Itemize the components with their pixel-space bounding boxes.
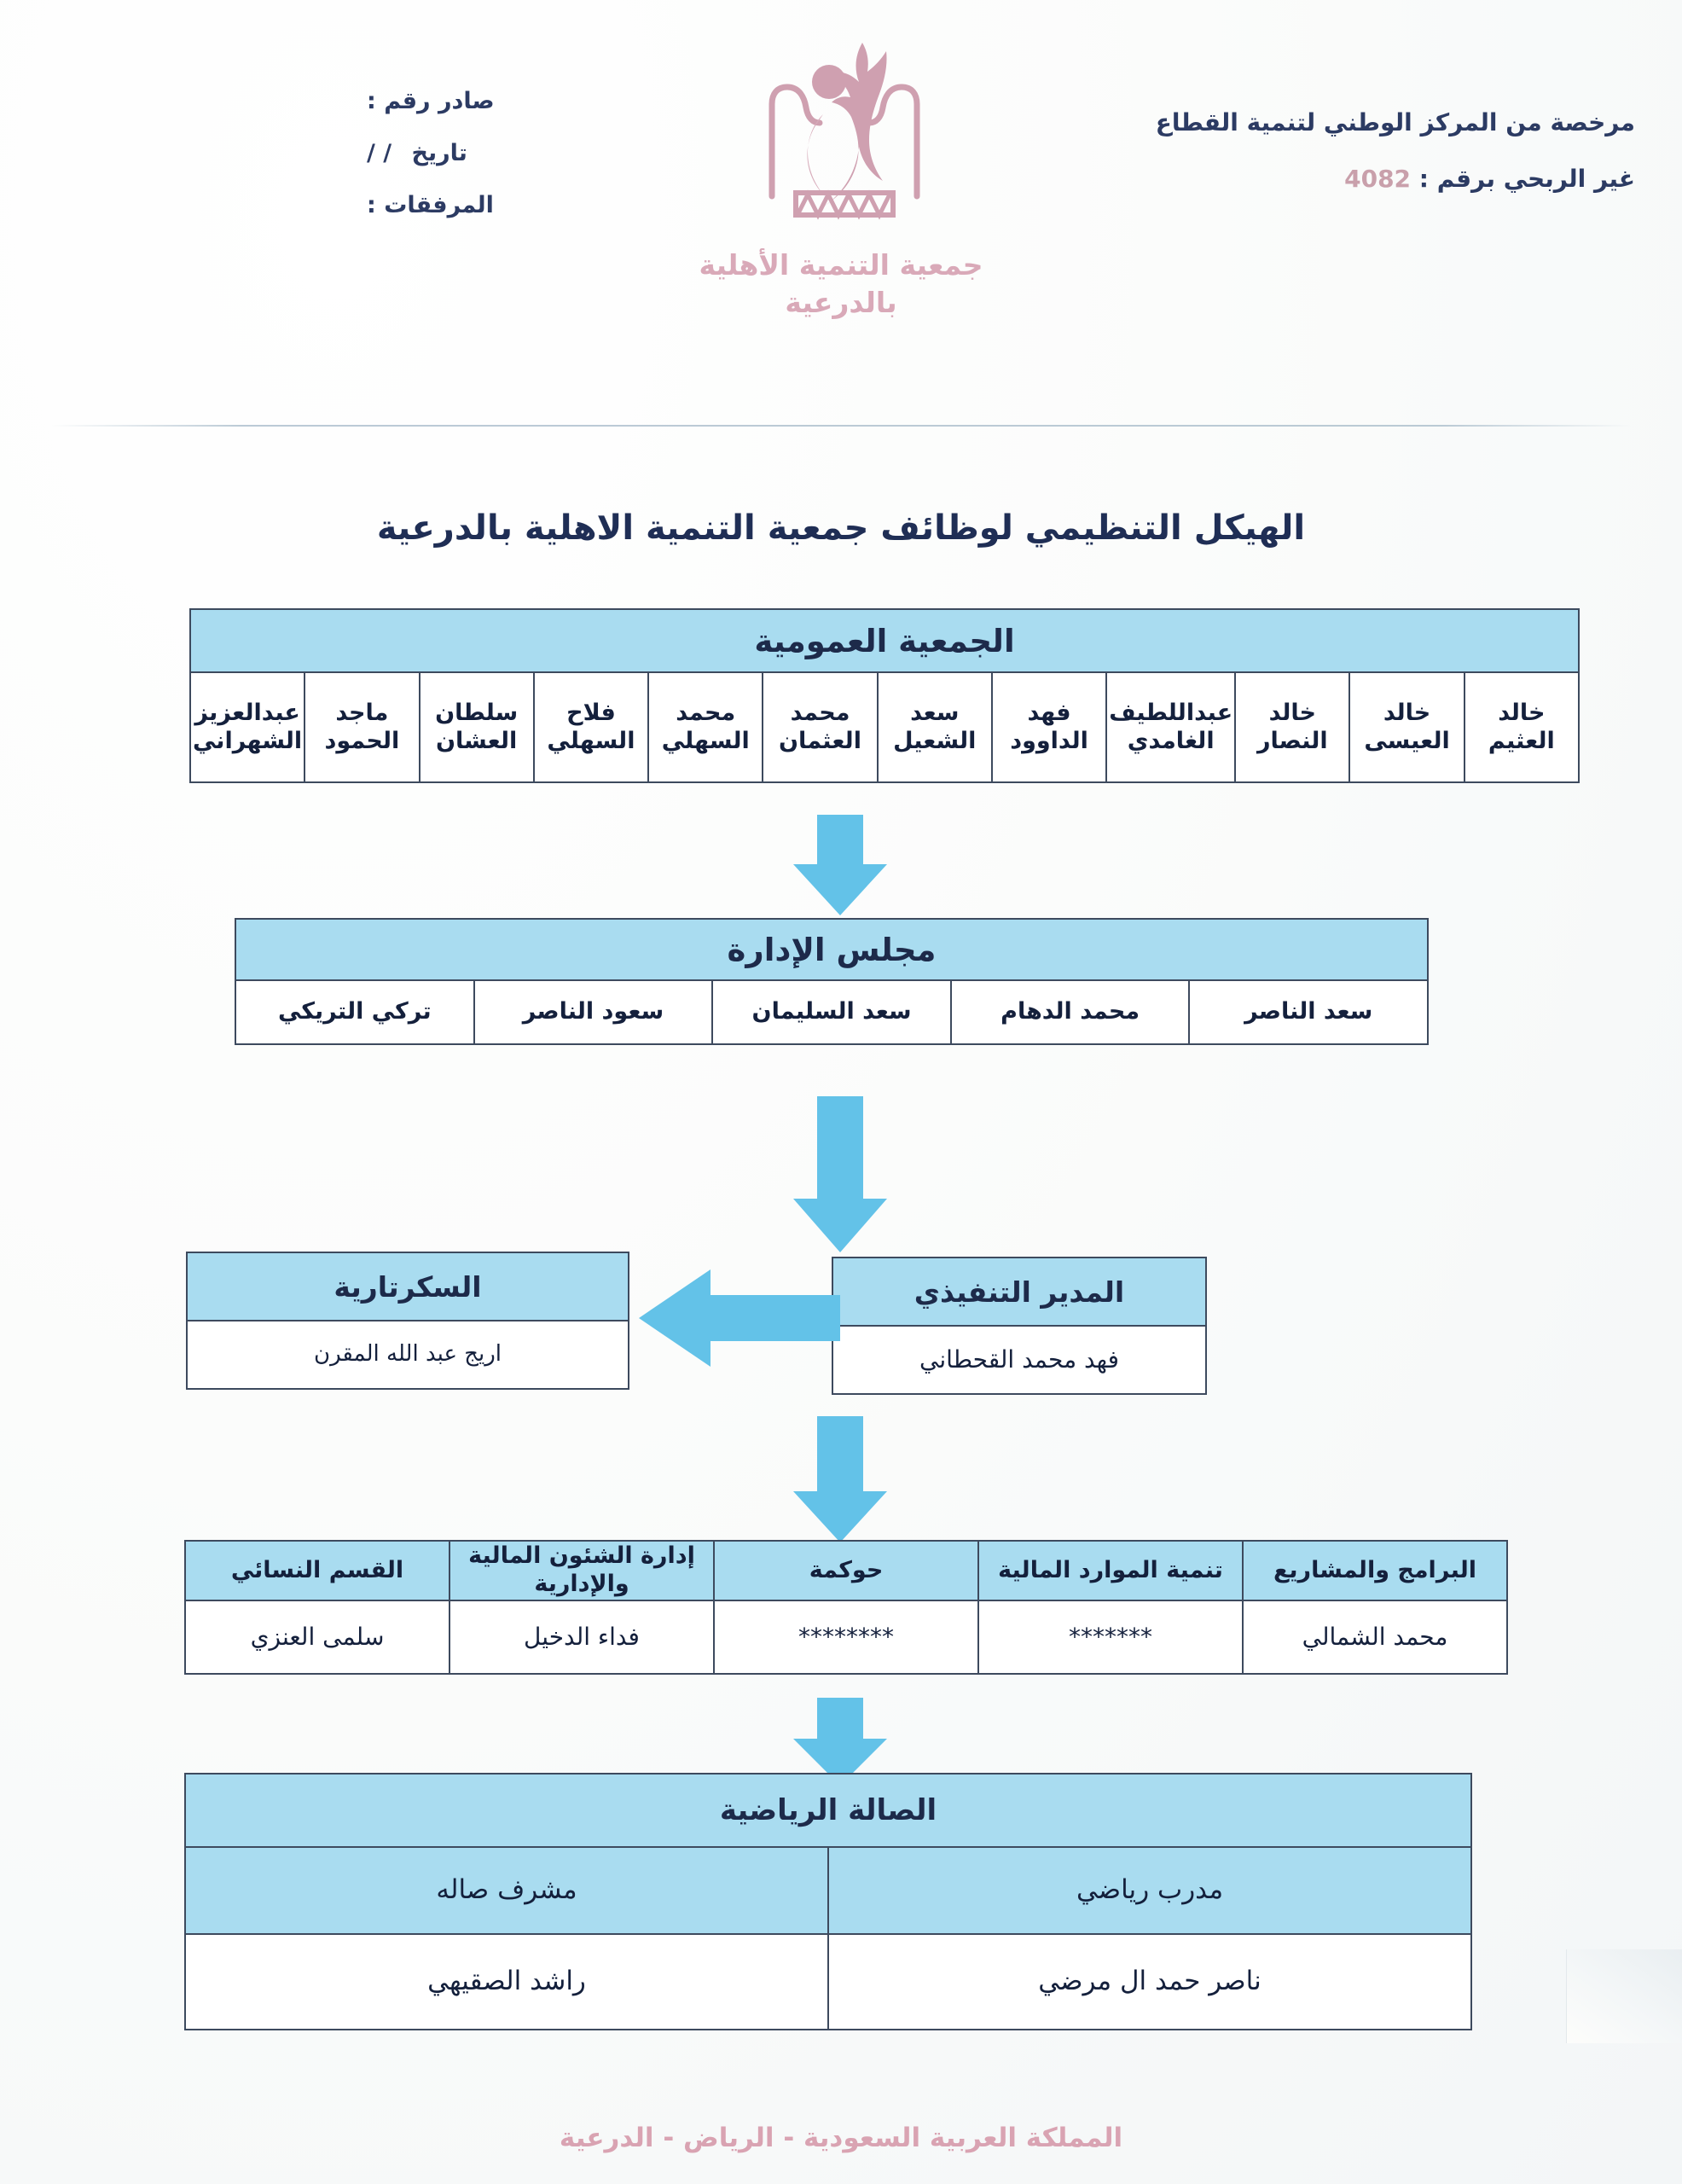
- assembly-member: خالد العيسى: [1348, 673, 1464, 781]
- node-secretariat: السكرتارية اريج عبد الله المقرن: [186, 1252, 629, 1390]
- header-issue-fields: صادر رقم : تاريخ / / المرفقات :: [367, 90, 495, 246]
- department-holder: محمد الشمالي: [1242, 1601, 1506, 1673]
- license-nonprofit-label: غير الربحي: [1503, 165, 1635, 193]
- node-secretariat-holder: اريج عبد الله المقرن: [188, 1321, 628, 1388]
- field-issue-number: صادر رقم :: [367, 90, 495, 113]
- field-attachments: المرفقات :: [367, 194, 495, 217]
- node-board-members: سعد الناصر محمد الدهام سعد السليمان سعود…: [236, 981, 1427, 1043]
- arrow-board-to-executive: [793, 1096, 887, 1252]
- page-corner-artifact: [1566, 1949, 1682, 2043]
- field-date-label: تاريخ: [411, 140, 467, 166]
- node-board-heading: مجلس الإدارة: [236, 920, 1427, 981]
- sports-hall-name: ناصر حمد ال مرضي: [827, 1935, 1470, 2029]
- node-general-assembly: الجمعية العمومية خالد العثيم خالد العيسى…: [189, 608, 1580, 783]
- department-header: القسم النسائي: [186, 1542, 449, 1600]
- assembly-member: فهد الداوود: [990, 673, 1106, 781]
- node-departments: البرامج والمشاريع تنمية الموارد المالية …: [184, 1540, 1508, 1675]
- board-member: محمد الدهام: [949, 981, 1189, 1043]
- node-general-assembly-members: خالد العثيم خالد العيسى خالد النصار عبدا…: [190, 673, 1578, 781]
- sports-hall-roles-row: مدرب رياضي مشرف صاله: [186, 1848, 1470, 1933]
- secretariat-name: اريج عبد الله المقرن: [188, 1321, 628, 1388]
- arrow-assembly-to-board: [793, 815, 887, 915]
- node-executive-director-holder: فهد محمد القحطاني: [833, 1327, 1205, 1393]
- departments-value-row: محمد الشمالي ******* ******** فداء الدخي…: [186, 1600, 1506, 1673]
- department-header: حوكمة: [713, 1542, 977, 1600]
- department-holder: ********: [713, 1601, 977, 1673]
- node-secretariat-heading: السكرتارية: [188, 1253, 628, 1321]
- field-attachments-label: المرفقات :: [367, 192, 494, 218]
- organization-logo-block: جمعية التنمية الأهلية بالدرعية: [662, 34, 1020, 321]
- field-date: تاريخ / /: [367, 142, 495, 165]
- license-number-line: غير الربحي برقم : 4082: [1156, 167, 1635, 191]
- header-divider: [51, 425, 1631, 427]
- page-title: الهيكل التنظيمي لوظائف جمعية التنمية الا…: [376, 508, 1306, 548]
- arrow-executive-to-departments: [793, 1416, 887, 1542]
- field-issue-number-label: صادر رقم :: [367, 88, 495, 114]
- department-header: تنمية الموارد المالية: [977, 1542, 1242, 1600]
- assembly-member: فلاح السهلي: [532, 673, 648, 781]
- sports-hall-role: مشرف صاله: [186, 1848, 827, 1933]
- department-holder: *******: [977, 1601, 1242, 1673]
- assembly-member: سعد الشعيل: [876, 673, 991, 781]
- person-plant-logo-icon: [768, 43, 920, 220]
- sports-hall-role: مدرب رياضي: [827, 1848, 1470, 1933]
- board-member: تركي التريكي: [236, 981, 473, 1043]
- assembly-member: خالد النصار: [1234, 673, 1349, 781]
- sports-hall-name: راشد الصقيهي: [186, 1935, 827, 2029]
- assembly-member: ماجد الحمود: [304, 673, 419, 781]
- board-member: سعود الناصر: [473, 981, 712, 1043]
- department-header: البرامج والمشاريع: [1242, 1542, 1506, 1600]
- document-header: صادر رقم : تاريخ / / المرفقات :: [0, 0, 1682, 427]
- header-license-block: مرخصة من المركز الوطني لتنمية القطاع غير…: [1156, 111, 1635, 191]
- sports-hall-names-row: ناصر حمد ال مرضي راشد الصقيهي: [186, 1933, 1470, 2029]
- node-executive-director-heading: المدير التنفيذي: [833, 1258, 1205, 1327]
- license-number-label: برقم :: [1418, 165, 1495, 193]
- assembly-member: عبداللطيف الغامدي: [1105, 673, 1235, 781]
- board-member: سعد الناصر: [1188, 981, 1427, 1043]
- board-member: سعد السليمان: [711, 981, 950, 1043]
- department-header: إدارة الشئون المالية والإدارية: [449, 1542, 713, 1600]
- arrow-executive-to-secretariat: [639, 1269, 840, 1367]
- department-holder: فداء الدخيل: [449, 1601, 713, 1673]
- organization-name: جمعية التنمية الأهلية بالدرعية: [662, 247, 1020, 321]
- node-sports-hall: الصالة الرياضية مدرب رياضي مشرف صاله ناص…: [184, 1773, 1472, 2030]
- assembly-member: محمد السهلي: [647, 673, 763, 781]
- department-holder: سلمى العنزي: [186, 1601, 449, 1673]
- departments-header-row: البرامج والمشاريع تنمية الموارد المالية …: [186, 1542, 1506, 1600]
- assembly-member: خالد العثيم: [1463, 673, 1578, 781]
- node-general-assembly-heading: الجمعية العمومية: [191, 610, 1578, 673]
- organization-name-line2: بالدرعية: [785, 285, 897, 319]
- license-number-value: 4082: [1344, 165, 1412, 193]
- node-executive-director: المدير التنفيذي فهد محمد القحطاني: [832, 1257, 1207, 1395]
- node-board-of-directors: مجلس الإدارة سعد الناصر محمد الدهام سعد …: [235, 918, 1429, 1045]
- assembly-member: عبدالعزيز الشهراني: [190, 673, 304, 781]
- assembly-member: سلطان العشان: [418, 673, 533, 781]
- node-sports-hall-heading: الصالة الرياضية: [186, 1774, 1470, 1848]
- field-date-value: / /: [367, 140, 392, 166]
- assembly-member: محمد العثمان: [762, 673, 877, 781]
- license-authority-line: مرخصة من المركز الوطني لتنمية القطاع: [1155, 108, 1635, 136]
- document-footer: المملكة العربية السعودية - الرياض - الدر…: [559, 2123, 1123, 2153]
- executive-director-name: فهد محمد القحطاني: [833, 1327, 1205, 1393]
- arrow-departments-to-gym: [793, 1698, 887, 1786]
- organization-name-line1: جمعية التنمية الأهلية: [699, 248, 983, 282]
